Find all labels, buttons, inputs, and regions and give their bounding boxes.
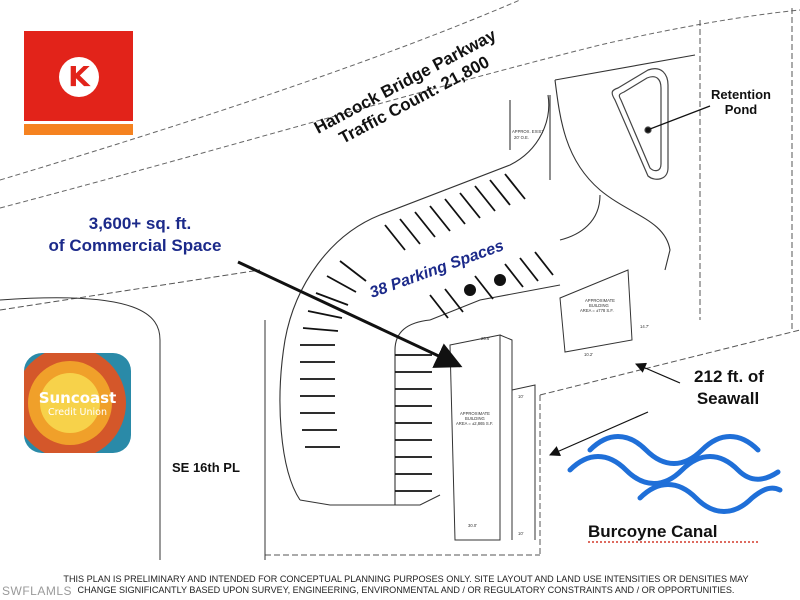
side-road [0, 297, 266, 560]
seawall-label-1: 212 ft. of [694, 367, 764, 386]
property-lines [0, 8, 800, 556]
circle-k-orange-bar [24, 124, 133, 135]
dim-a: 10.2' [584, 352, 593, 357]
dim-b: 14.7' [640, 324, 649, 329]
parkway-label: Hancock Bridge Parkway [311, 25, 500, 137]
dim-f: 10' [518, 531, 524, 536]
seawall-label-2: Seawall [697, 389, 759, 408]
bldg2-note-2: BUILDING [465, 416, 485, 421]
parking-stalls-center [395, 354, 432, 492]
canal-label: Burcoyne Canal [588, 522, 717, 541]
street-label: SE 16th PL [172, 460, 240, 475]
retention-label-1: Retention [711, 87, 771, 102]
egress-note-2: 20' O.E. [514, 135, 529, 140]
pointer-arrow-icon [237, 260, 463, 368]
seawall-arrows [549, 362, 681, 457]
retention-pond [611, 68, 711, 180]
dim-c: 10' [518, 394, 524, 399]
dim-d: 30.0' [468, 523, 477, 528]
parking-label: 38 Parking Spaces [368, 237, 507, 301]
watermark: SWFLAMLS [2, 584, 73, 598]
bldg2-note-3: AREA = ±2,865 S.F. [456, 421, 493, 426]
bldg1-note-2: BUILDING [589, 303, 609, 308]
parkway-edges [0, 0, 800, 209]
disclaimer-line-1: THIS PLAN IS PRELIMINARY AND INTENDED FO… [63, 574, 749, 584]
circle-k-glyph: K [68, 60, 90, 93]
disclaimer-line-2: CHANGE SIGNIFICANTLY BASED UPON SURVEY, … [77, 585, 735, 595]
commercial-label-2: of Commercial Space [49, 236, 222, 255]
parking-stalls-top [384, 173, 554, 319]
suncoast-credit-union-logo: Suncoast Credit Union [24, 353, 131, 453]
dim-e: 25.6' [481, 336, 490, 341]
accessible-parking-icon [464, 274, 506, 296]
water-waves-icon [567, 434, 783, 514]
parking-stalls-curve [300, 260, 367, 448]
bldg2-note-1: APPROXIMATE [460, 411, 490, 416]
site-outline [279, 54, 696, 506]
commercial-label-1: 3,600+ sq. ft. [89, 214, 192, 233]
circle-k-circle [59, 57, 99, 97]
disclaimer: THIS PLAN IS PRELIMINARY AND INTENDED FO… [36, 574, 776, 596]
building-footprints [449, 269, 633, 541]
suncoast-name: Suncoast [38, 389, 117, 407]
egress-note-1: APPROX. EXIST [512, 129, 544, 134]
circle-k-logo: K [24, 31, 133, 135]
bldg1-note-1: APPROXIMATE [585, 298, 615, 303]
suncoast-ring-inner [40, 373, 100, 433]
retention-label-2: Pond [725, 102, 758, 117]
suncoast-subtitle: Credit Union [47, 407, 108, 418]
bldg1-note-3: AREA = ±778 S.F. [580, 308, 614, 313]
